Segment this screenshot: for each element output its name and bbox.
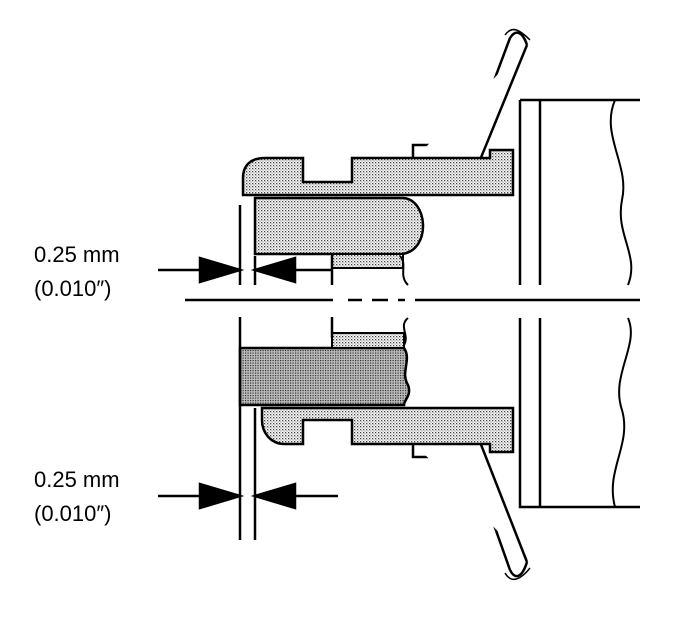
upper-spacer bbox=[331, 253, 404, 269]
lower-seal bbox=[238, 346, 411, 407]
upper-dimension-arrows bbox=[158, 256, 332, 284]
lower-dimension-imperial: (0.010″) bbox=[34, 501, 112, 526]
upper-retainer bbox=[241, 148, 515, 197]
seal-break-line-lower bbox=[402, 317, 409, 346]
housing-break-line-upper bbox=[609, 99, 633, 286]
lower-dimension-arrows bbox=[158, 482, 338, 510]
upper-plate bbox=[411, 28, 531, 162]
housing bbox=[518, 98, 640, 509]
lower-dimension-metric: 0.25 mm bbox=[34, 467, 120, 492]
upper-dimension-imperial: (0.010″) bbox=[34, 276, 112, 301]
seal-break-line-upper bbox=[399, 255, 409, 286]
upper-seal bbox=[253, 196, 425, 256]
lower-spacer bbox=[331, 332, 405, 349]
upper-dimension-metric: 0.25 mm bbox=[34, 242, 120, 267]
lower-plate bbox=[411, 440, 531, 581]
housing-break-line-lower bbox=[611, 317, 632, 508]
lower-retainer bbox=[260, 406, 515, 454]
